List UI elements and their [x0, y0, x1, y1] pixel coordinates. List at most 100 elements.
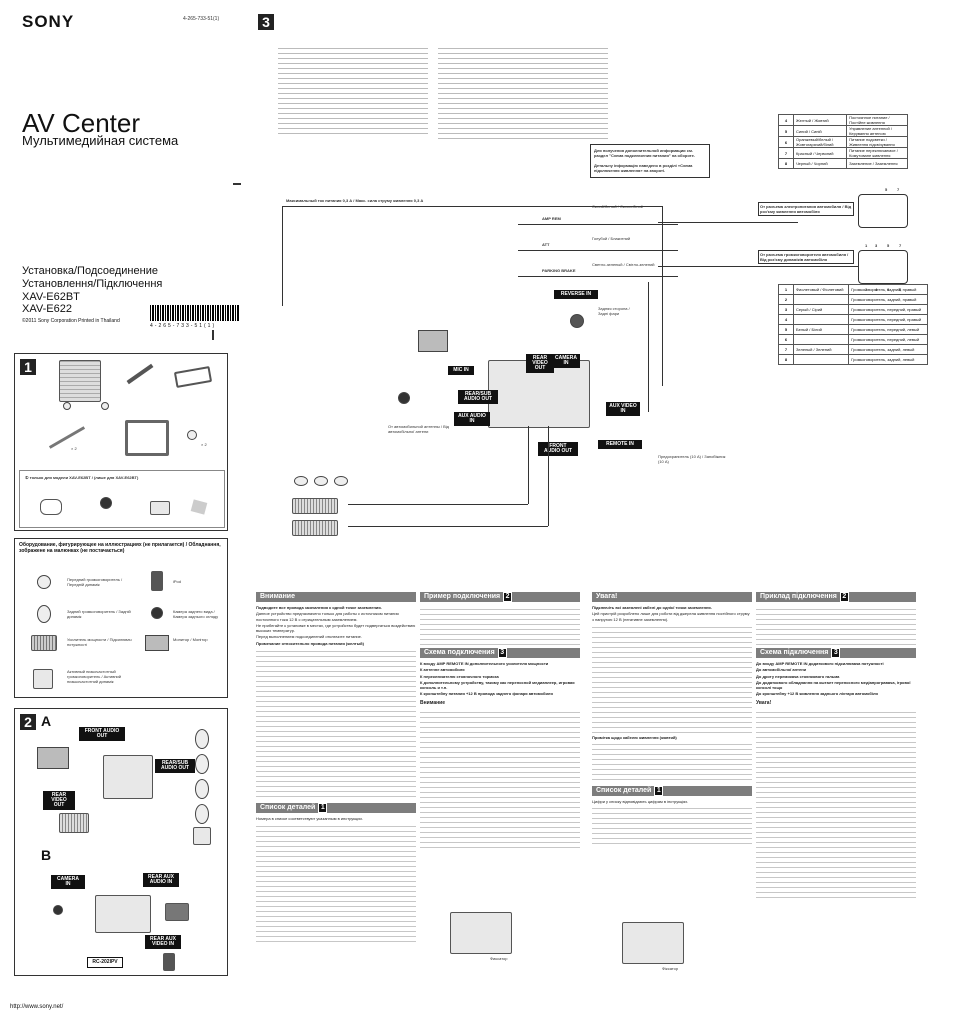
table-cell: Заземление / Заземлення — [846, 158, 908, 169]
header-number: 3 — [497, 648, 507, 658]
equipment-label: iPod — [173, 579, 182, 584]
paragraph: Перед выполнением подсоединений отключит… — [256, 634, 362, 640]
table-cell: Громкоговоритель, задний, правый — [848, 284, 928, 295]
text-lines — [756, 708, 916, 899]
max-current-label: Максимальный ток питания 0,3 А / Макс. с… — [286, 198, 424, 203]
table-cell: 1 — [778, 284, 794, 295]
wire-color-label: Синий/белый / Синьо-білий — [592, 204, 643, 209]
amplifier-icon — [292, 520, 338, 536]
text-lines — [592, 740, 752, 781]
cable-icon — [40, 499, 62, 515]
paragraph: К входу AMP REMOTE IN дополнительного ус… — [420, 661, 549, 666]
pin-number: 1 — [865, 243, 868, 248]
fuse-label: Предохранитель (10 A) / Запобіжник (10 A… — [658, 454, 726, 464]
speaker-icon — [195, 729, 209, 749]
install-title-ua: Установлення/Підключення — [22, 278, 163, 290]
header-text: Приклад підключення — [760, 593, 837, 600]
head-unit-rear-icon — [103, 755, 153, 799]
table-cell: Зеленый / Зелений — [792, 344, 850, 355]
camera-icon — [570, 314, 584, 328]
power-note-box: Для получения дополнительной информации … — [590, 144, 710, 178]
amplifier-icon — [292, 498, 338, 514]
monitor-icon — [37, 747, 69, 769]
table-cell — [792, 334, 850, 345]
header-number: 1 — [318, 803, 328, 814]
wire — [528, 426, 529, 504]
paragraph: Номера в списке соответствуют указанным … — [256, 816, 363, 822]
subsection-b: B — [41, 847, 52, 863]
ipod-icon — [163, 953, 175, 971]
header-number: 1 — [654, 786, 664, 797]
table-cell: 8 — [778, 158, 794, 169]
equipment-list: Оборудование, фигурирующее на иллюстраци… — [14, 538, 228, 698]
table-cell: 5 — [778, 324, 794, 335]
paragraph: Внимание — [420, 699, 445, 706]
pin-number: 3 — [875, 243, 878, 248]
wire — [518, 250, 678, 251]
install-titles: Установка/Подсоединение Установлення/Під… — [22, 265, 162, 291]
speaker-icon — [195, 804, 209, 824]
reverse-device-label: Задняя сторона / Задні фари — [598, 306, 630, 316]
speaker-connector-diagram: 1 3 5 7 2 4 6 8 — [858, 243, 908, 292]
paragraph: Цей пристрій розроблено лише для роботи … — [592, 611, 750, 622]
rear-aux-audio-in-label: REAR AUX AUDIO IN — [143, 873, 179, 887]
brand-logo: SONY — [22, 12, 75, 31]
paragraph: До дроту перемикача стоянкового гальма — [756, 673, 840, 679]
release-key-icon — [126, 363, 154, 385]
speaker-icon — [195, 754, 209, 774]
install-title-ru: Установка/Подсоединение — [22, 265, 158, 277]
header-text: Пример подключения — [424, 593, 501, 600]
pin-number: 5 — [885, 187, 888, 192]
table-cell: 7 — [778, 147, 794, 159]
clip-icon — [150, 501, 170, 515]
text-lines — [420, 708, 580, 849]
subwoofer-icon — [193, 827, 211, 845]
paragraph: Примітка щодо кабелю живлення (жовтий) — [592, 734, 677, 740]
wire-color-label: Светло-зеленый / Світло-зелений — [592, 262, 655, 267]
table-cell: Серый / Сірий — [792, 304, 850, 315]
wire — [518, 276, 678, 277]
table-cell: 6 — [778, 136, 794, 148]
section-3-wiring: 3 Для получения дополнительной информаци… — [258, 14, 938, 586]
text-body: К входу AMP REMOTE IN дополнительного ус… — [420, 661, 580, 697]
equipment-label: Задний громкоговоритель / Задній динамік — [67, 609, 131, 619]
header-text: Список деталей — [596, 787, 652, 795]
front-audio-out-label: FRONT AUDIO OUT — [538, 442, 578, 456]
paragraph: К дополнительному устройству, такому как… — [420, 679, 575, 691]
paragraph: Подводите все провода заземления к одной… — [256, 605, 382, 610]
paragraph: До входу AMP REMOTE IN додаткового підси… — [756, 661, 884, 666]
website-link[interactable]: http://www.sony.net/ — [10, 1004, 64, 1010]
figure-caption: Фіксатор — [662, 966, 679, 971]
table-cell: Управление антенной / Керування антеною — [846, 125, 908, 137]
page-title: AV Center — [22, 108, 141, 138]
barcode-number: 4-265-733-51(1) — [150, 323, 217, 329]
notes-ru — [278, 44, 428, 134]
camera-icon — [53, 905, 63, 915]
header-text: Увага! — [596, 593, 618, 600]
amplifier-icon — [59, 813, 89, 833]
paragraph: Примечание относительно провода питания … — [256, 640, 364, 646]
microphone-icon — [100, 497, 112, 509]
text-lines — [592, 804, 752, 845]
paragraph: Цифри у списку відповідають цифрам в інс… — [592, 799, 689, 805]
subsection-a: A — [41, 713, 52, 729]
wire — [548, 426, 549, 526]
header-number: 2 — [839, 592, 849, 602]
section-header: Внимание — [256, 592, 416, 602]
att-label: ATT — [542, 242, 550, 247]
paragraph: К кронштейну питания +12 В провода задне… — [420, 691, 553, 697]
header-number: 3 — [831, 648, 841, 658]
remote-in-label: REMOTE IN — [598, 440, 642, 449]
paragraph: К антенне автомобиля — [420, 667, 465, 673]
table-cell: 8 — [778, 354, 794, 365]
table-cell: Громкоговоритель, передний, левый — [848, 324, 928, 335]
table-cell — [792, 354, 850, 365]
